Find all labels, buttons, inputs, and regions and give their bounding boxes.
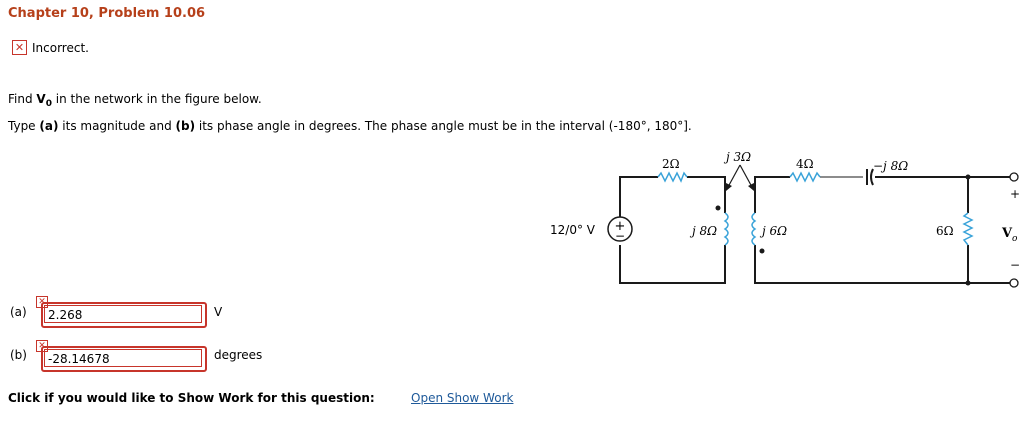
svg-text:j 6Ω: j 6Ω: [759, 224, 787, 238]
svg-text:4Ω: 4Ω: [796, 157, 814, 171]
answer-b-label: (b): [10, 348, 27, 362]
answer-a-label: (a): [10, 305, 27, 319]
svg-text:6Ω: 6Ω: [936, 224, 954, 238]
answer-a-input[interactable]: 2.268: [41, 302, 207, 328]
answer-b-unit: degrees: [214, 348, 263, 362]
svg-text:−: −: [1010, 258, 1020, 272]
svg-text:j 8Ω: j 8Ω: [689, 224, 717, 238]
svg-text:−j 8Ω: −j 8Ω: [873, 159, 908, 173]
question-line-1: Find V0 in the network in the figure bel…: [8, 92, 262, 109]
circuit-diagram: + − 12/0° V 2Ω j 3Ω j 8Ω j 6Ω 4Ω −j 8Ω 6…: [550, 150, 1020, 288]
show-work-prompt: Click if you would like to Show Work for…: [8, 391, 375, 405]
svg-text:−: −: [615, 229, 625, 243]
svg-text:+: +: [1010, 187, 1020, 201]
open-show-work-link[interactable]: Open Show Work: [411, 391, 514, 405]
svg-text:o: o: [1012, 234, 1018, 244]
svg-text:+: +: [615, 219, 626, 234]
svg-text:12/0° V: 12/0° V: [550, 223, 596, 237]
answer-b-input[interactable]: -28.14678: [41, 346, 207, 372]
svg-text:j 3Ω: j 3Ω: [723, 150, 751, 164]
question-line-2: Type (a) its magnitude and (b) its phase…: [8, 119, 692, 133]
x-icon: ✕: [12, 40, 27, 55]
svg-text:2Ω: 2Ω: [662, 157, 680, 171]
svg-text:V: V: [1001, 226, 1013, 241]
status-indicator: ✕ Incorrect.: [12, 40, 89, 55]
page-title: Chapter 10, Problem 10.06: [8, 6, 206, 21]
status-text: Incorrect.: [32, 40, 89, 55]
answer-a-unit: V: [214, 305, 223, 319]
